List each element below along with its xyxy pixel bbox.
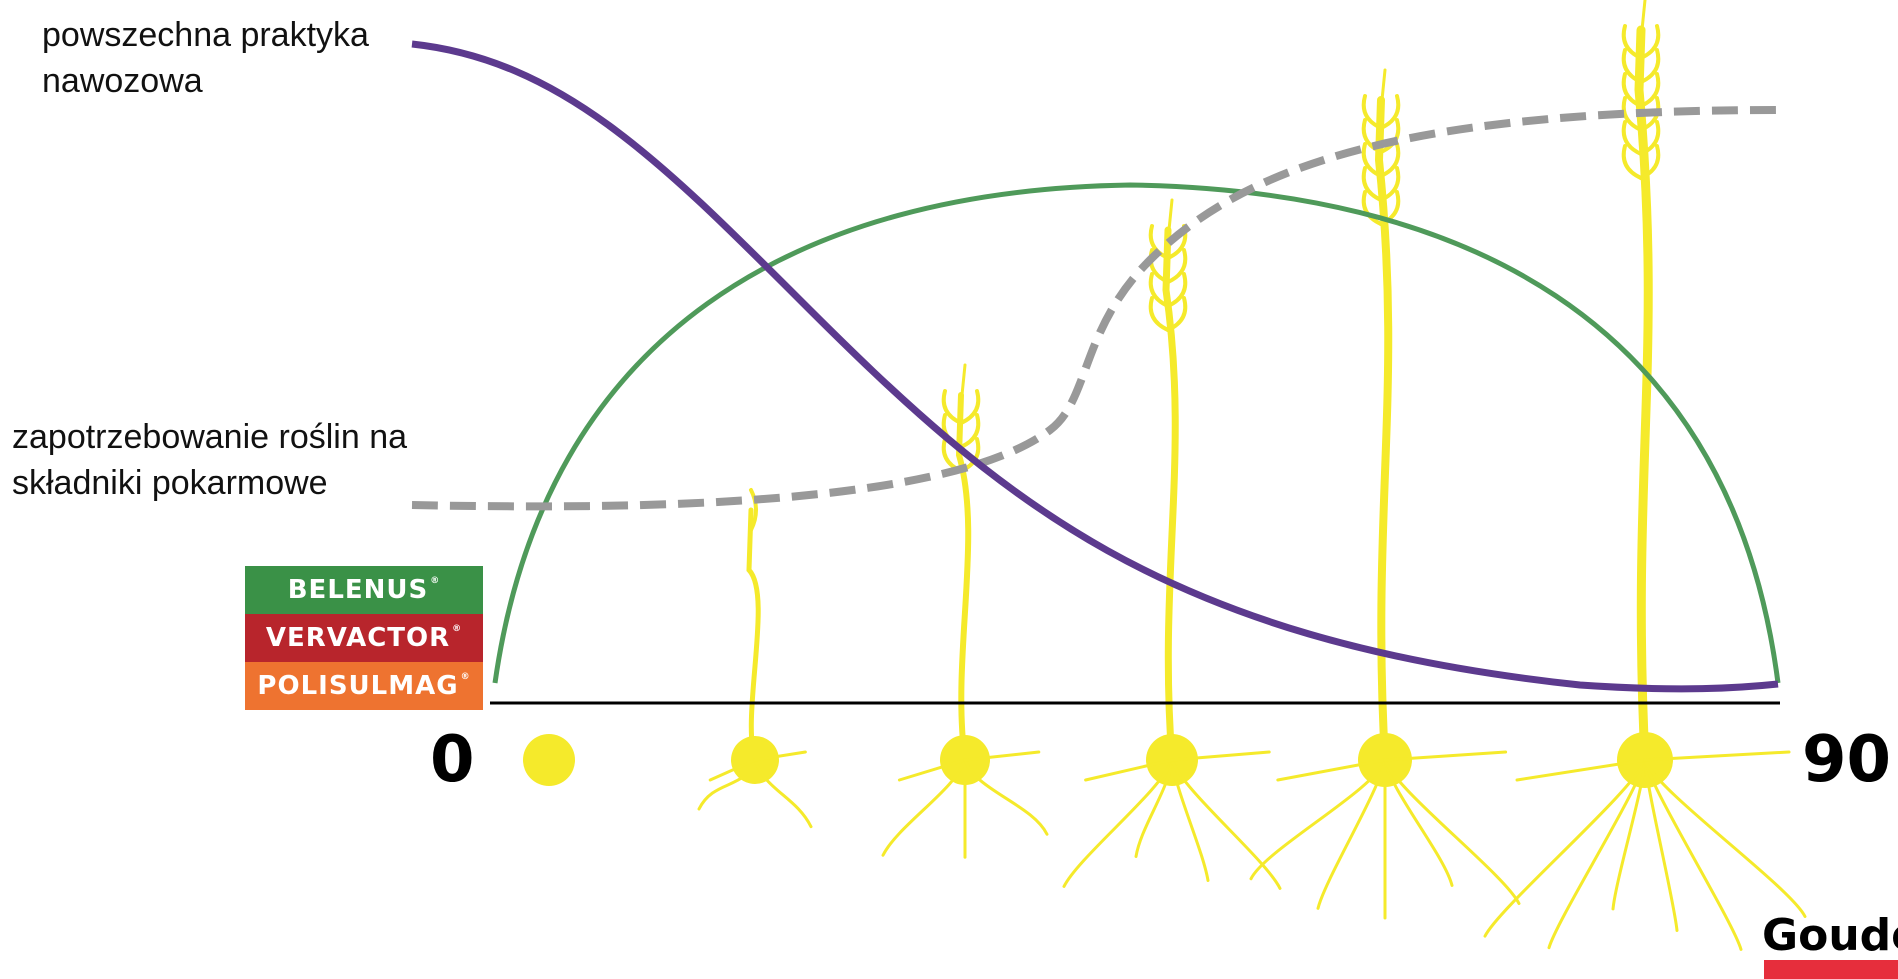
plant-stem (1374, 96, 1393, 764)
plant-root (1170, 758, 1282, 890)
brand-arc-curve (492, 182, 1781, 684)
plant-root (753, 750, 807, 762)
wheat-grain (1621, 48, 1643, 84)
wheat-grain (1639, 24, 1661, 60)
plant-root (1643, 758, 1807, 918)
plant-stem (955, 392, 972, 763)
plant-root (1134, 758, 1174, 859)
wheat-grain (1361, 166, 1383, 202)
nutrient-demand-label: zapotrzebowanie roślin na składniki poka… (12, 418, 408, 502)
polisulmag-logo: POLISULMAG® (245, 662, 483, 710)
wheat-grain (1621, 24, 1643, 60)
plant-root (1170, 750, 1271, 762)
axis-start-label: 0 (430, 723, 475, 797)
wheat-grain (1639, 72, 1661, 108)
wheat-grain (1379, 142, 1401, 178)
plant-stem (1162, 226, 1179, 764)
wheat-grain (1148, 272, 1170, 308)
plant-root (1483, 758, 1647, 938)
wheat-grain (959, 413, 981, 449)
wheat-grain (1621, 144, 1643, 180)
wheat-awn (1379, 68, 1387, 112)
plant-root (1062, 758, 1174, 888)
wheat-grain (1361, 190, 1383, 226)
wheat-grain (1639, 48, 1661, 84)
axis-end-label: 90 (1802, 723, 1892, 797)
wheat-grain (1621, 72, 1643, 108)
wheat-grain (1361, 94, 1383, 130)
plant-root (697, 758, 757, 811)
wheat-grain (1166, 296, 1188, 332)
wheat-awn (1166, 198, 1174, 242)
belenus-mark: ® (430, 576, 441, 586)
plant-root (1316, 758, 1387, 910)
plant-root (1383, 758, 1521, 906)
plant-root (1515, 758, 1647, 782)
vervactor-name: VERVACTOR (265, 623, 451, 653)
plant-root (1170, 758, 1210, 883)
plant-root (963, 750, 1041, 762)
wheat-grain (1639, 96, 1661, 132)
plant-leaf (749, 488, 758, 532)
plant-root (897, 758, 967, 782)
wheat-grain (1166, 272, 1188, 308)
polisulmag-name: POLISULMAG (257, 671, 459, 701)
plant-root (1383, 750, 1508, 762)
plant-root (1383, 758, 1454, 887)
wheat-grain (1621, 96, 1643, 132)
vervactor-mark: ® (452, 624, 463, 634)
vervactor-logo: VERVACTOR® (245, 614, 483, 662)
wheat-grain (1639, 144, 1661, 180)
wheat-grain (1379, 166, 1401, 202)
belenus-name: BELENUS (287, 575, 429, 605)
plant-stages (523, 0, 1807, 951)
plant-root (708, 758, 757, 782)
plant-root (753, 758, 813, 829)
plant-root (1643, 758, 1679, 932)
fertilization-practice-label: powszechna praktyka nawozowa (42, 16, 369, 100)
wheat-grain (959, 389, 981, 425)
plant-root (1643, 758, 1743, 951)
polisulmag-mark: ® (460, 672, 471, 682)
plant-root (1249, 758, 1387, 881)
plant-root (1547, 758, 1647, 950)
corner-logo-text: Goude (1762, 910, 1898, 961)
wheat-grain (1379, 94, 1401, 130)
corner-logo-bar (1764, 960, 1898, 979)
wheat-grain (1166, 248, 1188, 284)
belenus-logo: BELENUS® (245, 566, 483, 614)
wheat-grain (1621, 120, 1643, 156)
fertilization-practice-curve (411, 40, 1779, 693)
plant-root (1643, 750, 1791, 762)
wheat-grain (1379, 190, 1401, 226)
wheat-grain (1148, 296, 1170, 332)
plant-root (1611, 758, 1647, 911)
plant-root (1276, 758, 1387, 782)
nutrient-demand-curve (411, 106, 1783, 511)
wheat-awn (1639, 0, 1647, 42)
wheat-grain (1361, 142, 1383, 178)
wheat-grain (1639, 120, 1661, 156)
plant-stem (746, 507, 761, 763)
plant-stem (1634, 25, 1653, 765)
wheat-grain (941, 389, 963, 425)
seed-icon (523, 734, 575, 786)
wheat-grain (1148, 224, 1170, 260)
wheat-awn (959, 363, 967, 407)
wheat-grain (1361, 118, 1383, 154)
plant-root (881, 758, 967, 857)
plant-root (963, 758, 1049, 836)
plant-root (1084, 758, 1174, 782)
